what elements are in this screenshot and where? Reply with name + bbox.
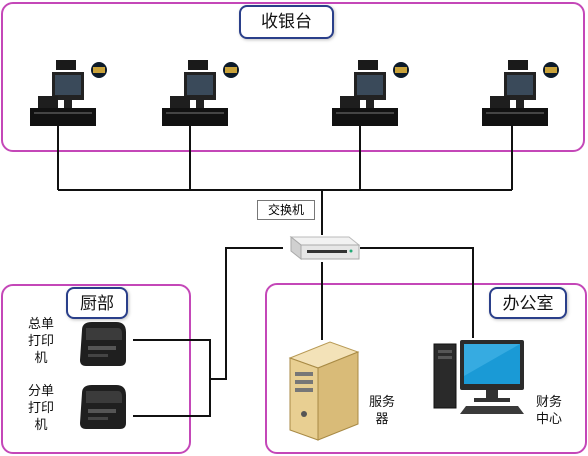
pos-terminal-icon <box>30 60 107 126</box>
printer-icon <box>80 322 126 366</box>
server-label: 服务 器 <box>368 395 395 427</box>
main-printer-label: 总单 打印 机 <box>27 317 54 366</box>
office-panel <box>265 283 587 454</box>
computer-icon <box>433 340 524 414</box>
pos-terminal-icon <box>482 60 559 126</box>
office-title: 办公室 <box>489 287 567 319</box>
kitchen-panel <box>1 284 191 454</box>
kitchen-title: 厨部 <box>66 287 128 319</box>
sub-printer-label: 分单 打印 机 <box>27 384 54 433</box>
printer-icon <box>80 385 126 429</box>
finance-center-label: 财务 中心 <box>535 395 562 427</box>
server-icon <box>288 341 360 441</box>
switch-label: 交换机 <box>257 200 315 220</box>
cashier-panel <box>1 2 585 152</box>
network-switch-icon <box>289 235 361 261</box>
pos-terminal-icon <box>332 60 409 126</box>
pos-terminal-icon <box>162 60 239 126</box>
cashier-title: 收银台 <box>239 5 334 39</box>
